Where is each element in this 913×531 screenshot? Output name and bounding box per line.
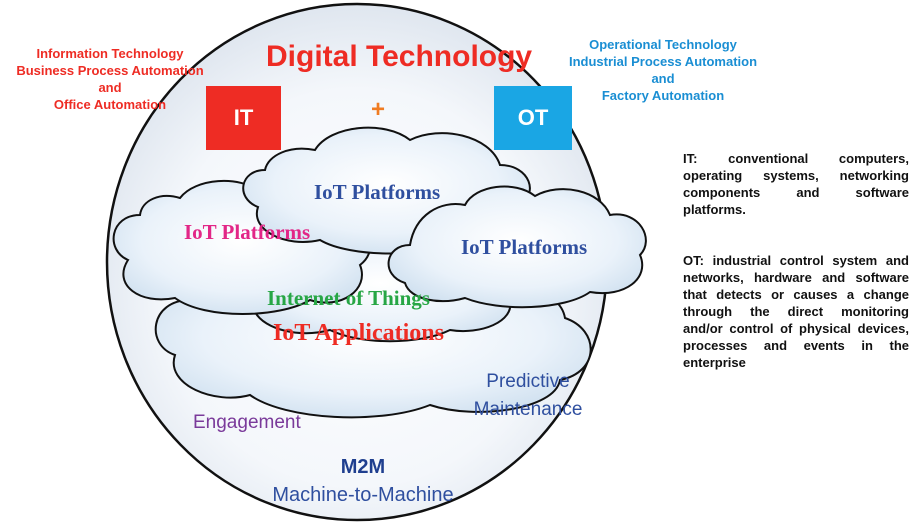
- ot-description: OT: industrial control system and networ…: [683, 253, 909, 370]
- page-title: Digital Technology: [266, 40, 533, 73]
- ot-box: [494, 86, 572, 150]
- right-header-line1: Operational Technology: [589, 37, 737, 52]
- m2m-full-label: Machine-to-Machine: [272, 484, 454, 506]
- it-box: [206, 86, 281, 150]
- it-description: IT: conventional computers, operating sy…: [683, 151, 909, 217]
- cloud-right-label: IoT Platforms: [461, 235, 588, 259]
- predictive-line1: Predictive: [486, 371, 570, 392]
- right-header-line2: Industrial Process Automation: [568, 54, 758, 69]
- m2m-label: M2M: [340, 456, 386, 478]
- engagement-label: Engagement: [193, 412, 301, 433]
- left-header-line3: and: [98, 80, 122, 95]
- cloud-left-label: IoT Platforms: [184, 220, 311, 244]
- it-box-label: IT: [233, 105, 254, 130]
- cloud-platforms-right: [387, 185, 647, 309]
- cloud-top-label: IoT Platforms: [314, 180, 441, 204]
- right-header: Operational Technology Industrial Proces…: [563, 36, 763, 104]
- predictive-maintenance-label: Predictive Maintenance: [458, 368, 598, 424]
- cloud-applications-label: IoT Applications: [273, 320, 444, 346]
- plus-sign: +: [371, 96, 386, 123]
- right-header-line4: Factory Automation: [601, 88, 725, 103]
- right-header-line3: and: [651, 71, 675, 86]
- predictive-line2: Maintenance: [473, 399, 583, 420]
- left-header-line4: Office Automation: [53, 97, 167, 112]
- left-header: Information Technology Business Process …: [15, 45, 205, 113]
- left-header-line1: Information Technology: [36, 46, 184, 61]
- cloud-internet-label: Internet of Things: [267, 286, 430, 310]
- ot-box-label: OT: [517, 105, 549, 130]
- left-header-line2: Business Process Automation: [16, 63, 204, 78]
